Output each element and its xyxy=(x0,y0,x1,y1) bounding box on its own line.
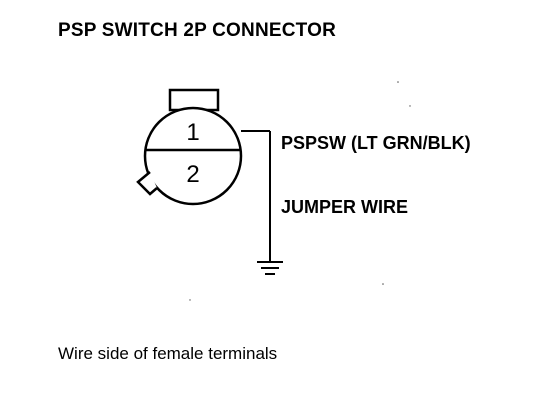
jumper-wire-label: JUMPER WIRE xyxy=(281,197,409,217)
connector-key-notch xyxy=(136,171,158,196)
pspsw-wire-label: PSPSW (LT GRN/BLK) xyxy=(281,133,471,153)
pin-2-label: 2 xyxy=(186,161,199,188)
pin-1-label: 1 xyxy=(186,119,199,146)
ground-icon xyxy=(257,261,283,275)
diagram-title: PSP SWITCH 2P CONNECTOR xyxy=(58,20,337,41)
diagram-caption: Wire side of female terminals xyxy=(58,344,278,363)
scan-noise xyxy=(189,81,411,301)
connector-body xyxy=(143,106,243,206)
